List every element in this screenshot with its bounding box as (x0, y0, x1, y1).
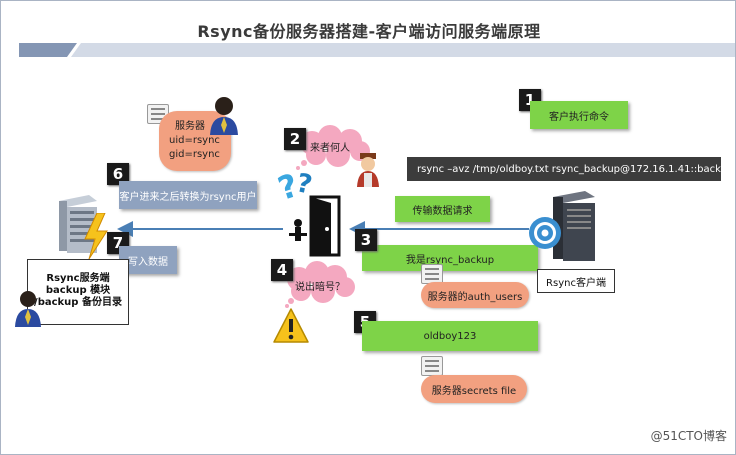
step-4-label: 说出暗号？ (295, 282, 345, 293)
guard-icon (357, 153, 379, 187)
server-box-line1: Rsync服务端 (46, 273, 110, 284)
rsync-client-label: Rsync客户端 (537, 269, 615, 293)
title-bar (19, 43, 735, 57)
server-secrets-file: 服务器secrets file (421, 375, 527, 403)
step-6-number: 6 (107, 163, 129, 185)
warning-icon (273, 308, 309, 343)
step-4-bubble (285, 261, 355, 308)
watermark: @51CTO博客 (650, 429, 727, 443)
notepad-icon (421, 356, 443, 376)
step-2-label: 来者何人 (310, 143, 350, 154)
question-marks-icon: ? ? (277, 166, 315, 207)
step-4-number: 4 (271, 259, 293, 281)
svg-text:?: ? (294, 168, 315, 200)
door-icon (289, 195, 341, 257)
server-user-line3: gid=rsync (169, 149, 220, 160)
server-auth-users: 服务器的auth_users (421, 282, 529, 308)
server-user-line2: uid=rsync (169, 135, 220, 146)
server-info-box: Rsync服务端 backup 模块 /backup 备份目录 (27, 259, 129, 325)
transfer-request-label: 传输数据请求 (395, 196, 490, 222)
step-5-label: oldboy123 (362, 321, 538, 351)
step-1-label: 客户执行命令 (530, 101, 628, 129)
step-6-label: 客户进来之后转换为rsync用户 (119, 181, 257, 209)
step-2-number: 2 (284, 128, 306, 150)
notepad-icon (421, 264, 443, 284)
server-box-line3: /backup 备份目录 (34, 297, 122, 308)
rsync-command: rsync –avz /tmp/oldboy.txt rsync_backup@… (407, 157, 733, 181)
lightning-icon (84, 213, 108, 259)
server-icon (59, 195, 97, 253)
step-3-number: 3 (355, 229, 377, 251)
server-box-line2: backup 模块 (45, 285, 111, 296)
diagram-title: Rsync备份服务器搭建-客户端访问服务端原理 (197, 22, 541, 41)
server-user-line1: 服务器 (175, 121, 205, 132)
gear-icon (529, 217, 561, 249)
step-2-bubble (296, 125, 370, 170)
person-icon (15, 291, 41, 327)
person-icon (210, 97, 238, 135)
step-3-label: 我是rsync_backup (362, 245, 538, 271)
